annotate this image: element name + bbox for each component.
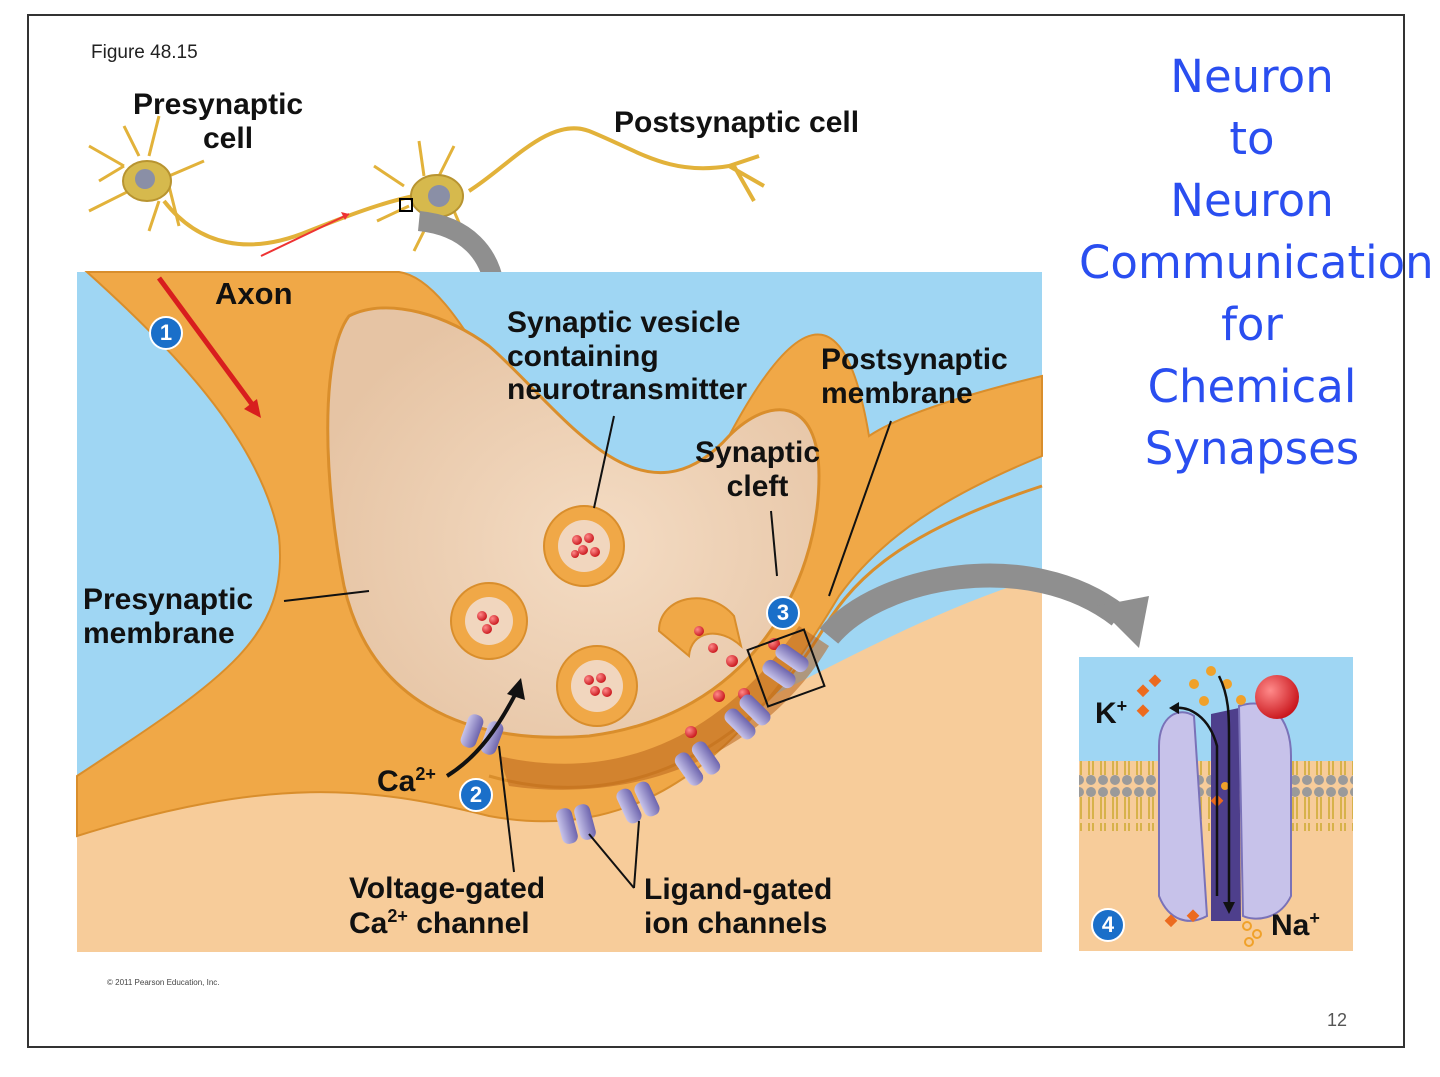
label-presynaptic-cell: Presynaptic cell	[133, 88, 303, 155]
label-presynaptic-membrane: Presynaptic membrane	[83, 583, 253, 650]
title-line: Chemical	[1147, 360, 1357, 413]
inset-channel-right	[1237, 702, 1292, 920]
ligand-gated-channel	[616, 781, 660, 824]
small-signal-arrow	[260, 213, 350, 257]
label-postsynaptic-cell: Postsynaptic cell	[614, 106, 860, 139]
label-ligand-gated-channels: Ligand-gated ion channels	[644, 873, 832, 940]
label-line: Presynaptic	[83, 583, 254, 616]
k-charge: +	[1116, 696, 1128, 716]
voltage-gated-ca-channel	[460, 714, 504, 755]
na-text: Na	[1271, 909, 1310, 942]
label-axon: Axon	[215, 276, 293, 311]
ca-influx-arrowhead	[507, 678, 525, 700]
label-line: Synaptic	[695, 436, 821, 469]
step-badge-2: 2	[459, 778, 493, 812]
ligand-gated-channel	[556, 804, 596, 844]
inset-channel-left	[1158, 711, 1209, 922]
na-influx-arrowhead	[1223, 902, 1235, 914]
zoom-arrow-2-head	[1097, 596, 1149, 648]
inset-na-ions	[1189, 666, 1262, 947]
synaptic-vesicle	[556, 645, 638, 727]
synaptic-vesicle	[543, 505, 625, 587]
ca-text: Ca	[377, 765, 416, 798]
presynaptic-neuron-drawing	[88, 115, 415, 247]
ca-charge: 2+	[387, 905, 408, 926]
label-line: Ligand-gated	[644, 873, 833, 906]
action-potential-arrow	[156, 276, 260, 413]
label-line: neurotransmitter	[507, 373, 748, 407]
label-line: Ca2+ channel	[349, 906, 545, 941]
label-line: containing	[507, 339, 659, 373]
k-text: K	[1095, 697, 1117, 730]
postsynaptic-neuron-drawing	[373, 126, 765, 252]
inset-k-ions	[1136, 674, 1224, 928]
figure-number: Figure 48.15	[91, 42, 198, 63]
title-line: Synapses	[1144, 422, 1360, 475]
small-signal-arrowhead	[341, 212, 349, 220]
copyright: © 2011 Pearson Education, Inc.	[107, 978, 220, 987]
fusing-vesicle	[657, 597, 743, 659]
k-efflux-arrowhead	[1169, 702, 1179, 714]
slide-title: Neuron to Neuron Communication for Chemi…	[1079, 46, 1434, 480]
label-line: membrane	[83, 616, 235, 650]
slide: Figure 48.15 Neuron to Neuron Communicat…	[27, 14, 1434, 1048]
synaptic-vesicle	[450, 582, 528, 660]
label-line: Postsynaptic	[821, 343, 1008, 376]
step-badge-4: 4	[1091, 908, 1125, 942]
leader-lines	[283, 415, 892, 889]
title-line: Communication	[1079, 236, 1434, 289]
postsynaptic-nucleus	[428, 185, 450, 207]
label-line: Synaptic vesicle	[507, 306, 741, 339]
inset-panel	[1079, 657, 1353, 951]
label-k-ion: K+	[1095, 696, 1127, 731]
channel-text: channel	[407, 906, 530, 940]
ca-text: Ca	[349, 906, 388, 940]
label-line: Presynaptic	[133, 88, 304, 121]
na-influx-arrow	[1217, 675, 1231, 906]
zoom-arrow-2	[819, 563, 1127, 645]
action-potential-arrowhead	[244, 399, 261, 418]
title-line: to	[1229, 112, 1275, 165]
ligand-gated-channel	[674, 741, 721, 786]
label-line: Voltage-gated	[349, 872, 546, 905]
title-line: Neuron	[1170, 50, 1334, 103]
label-ca-ion: Ca2+	[377, 764, 436, 799]
label-synaptic-vesicle: Synaptic vesicle containing neurotransmi…	[507, 306, 747, 407]
ca-influx-arrow	[445, 690, 519, 778]
label-voltage-gated-channel: Voltage-gated Ca2+ channel	[349, 872, 545, 940]
label-synaptic-cleft: Synaptic cleft	[695, 436, 820, 503]
inset-channel-pore	[1211, 708, 1241, 921]
zoom-box-small	[399, 198, 413, 212]
label-line: cell	[203, 121, 254, 155]
label-postsynaptic-membrane: Postsynaptic membrane	[821, 343, 1008, 410]
presynaptic-nucleus	[135, 169, 155, 189]
inset-neurotransmitter	[1255, 675, 1299, 719]
page-number: 12	[1327, 1010, 1348, 1030]
ligand-gated-channel	[724, 694, 771, 740]
label-line: membrane	[821, 376, 973, 410]
label-na-ion: Na+	[1271, 908, 1320, 943]
step-badge-1: 1	[149, 316, 183, 350]
title-line: for	[1221, 298, 1283, 351]
ligand-gated-channel	[762, 643, 809, 689]
na-charge: +	[1309, 908, 1320, 928]
synapse-figure	[76, 115, 1353, 952]
label-line: cleft	[726, 469, 789, 503]
k-efflux-arrow	[1173, 706, 1219, 896]
step-badge-3: 3	[766, 596, 800, 630]
title-line: Neuron	[1170, 174, 1334, 227]
ca-charge: 2+	[415, 764, 436, 784]
label-line: ion channels	[644, 906, 828, 940]
zoom-box-channel	[746, 628, 826, 708]
